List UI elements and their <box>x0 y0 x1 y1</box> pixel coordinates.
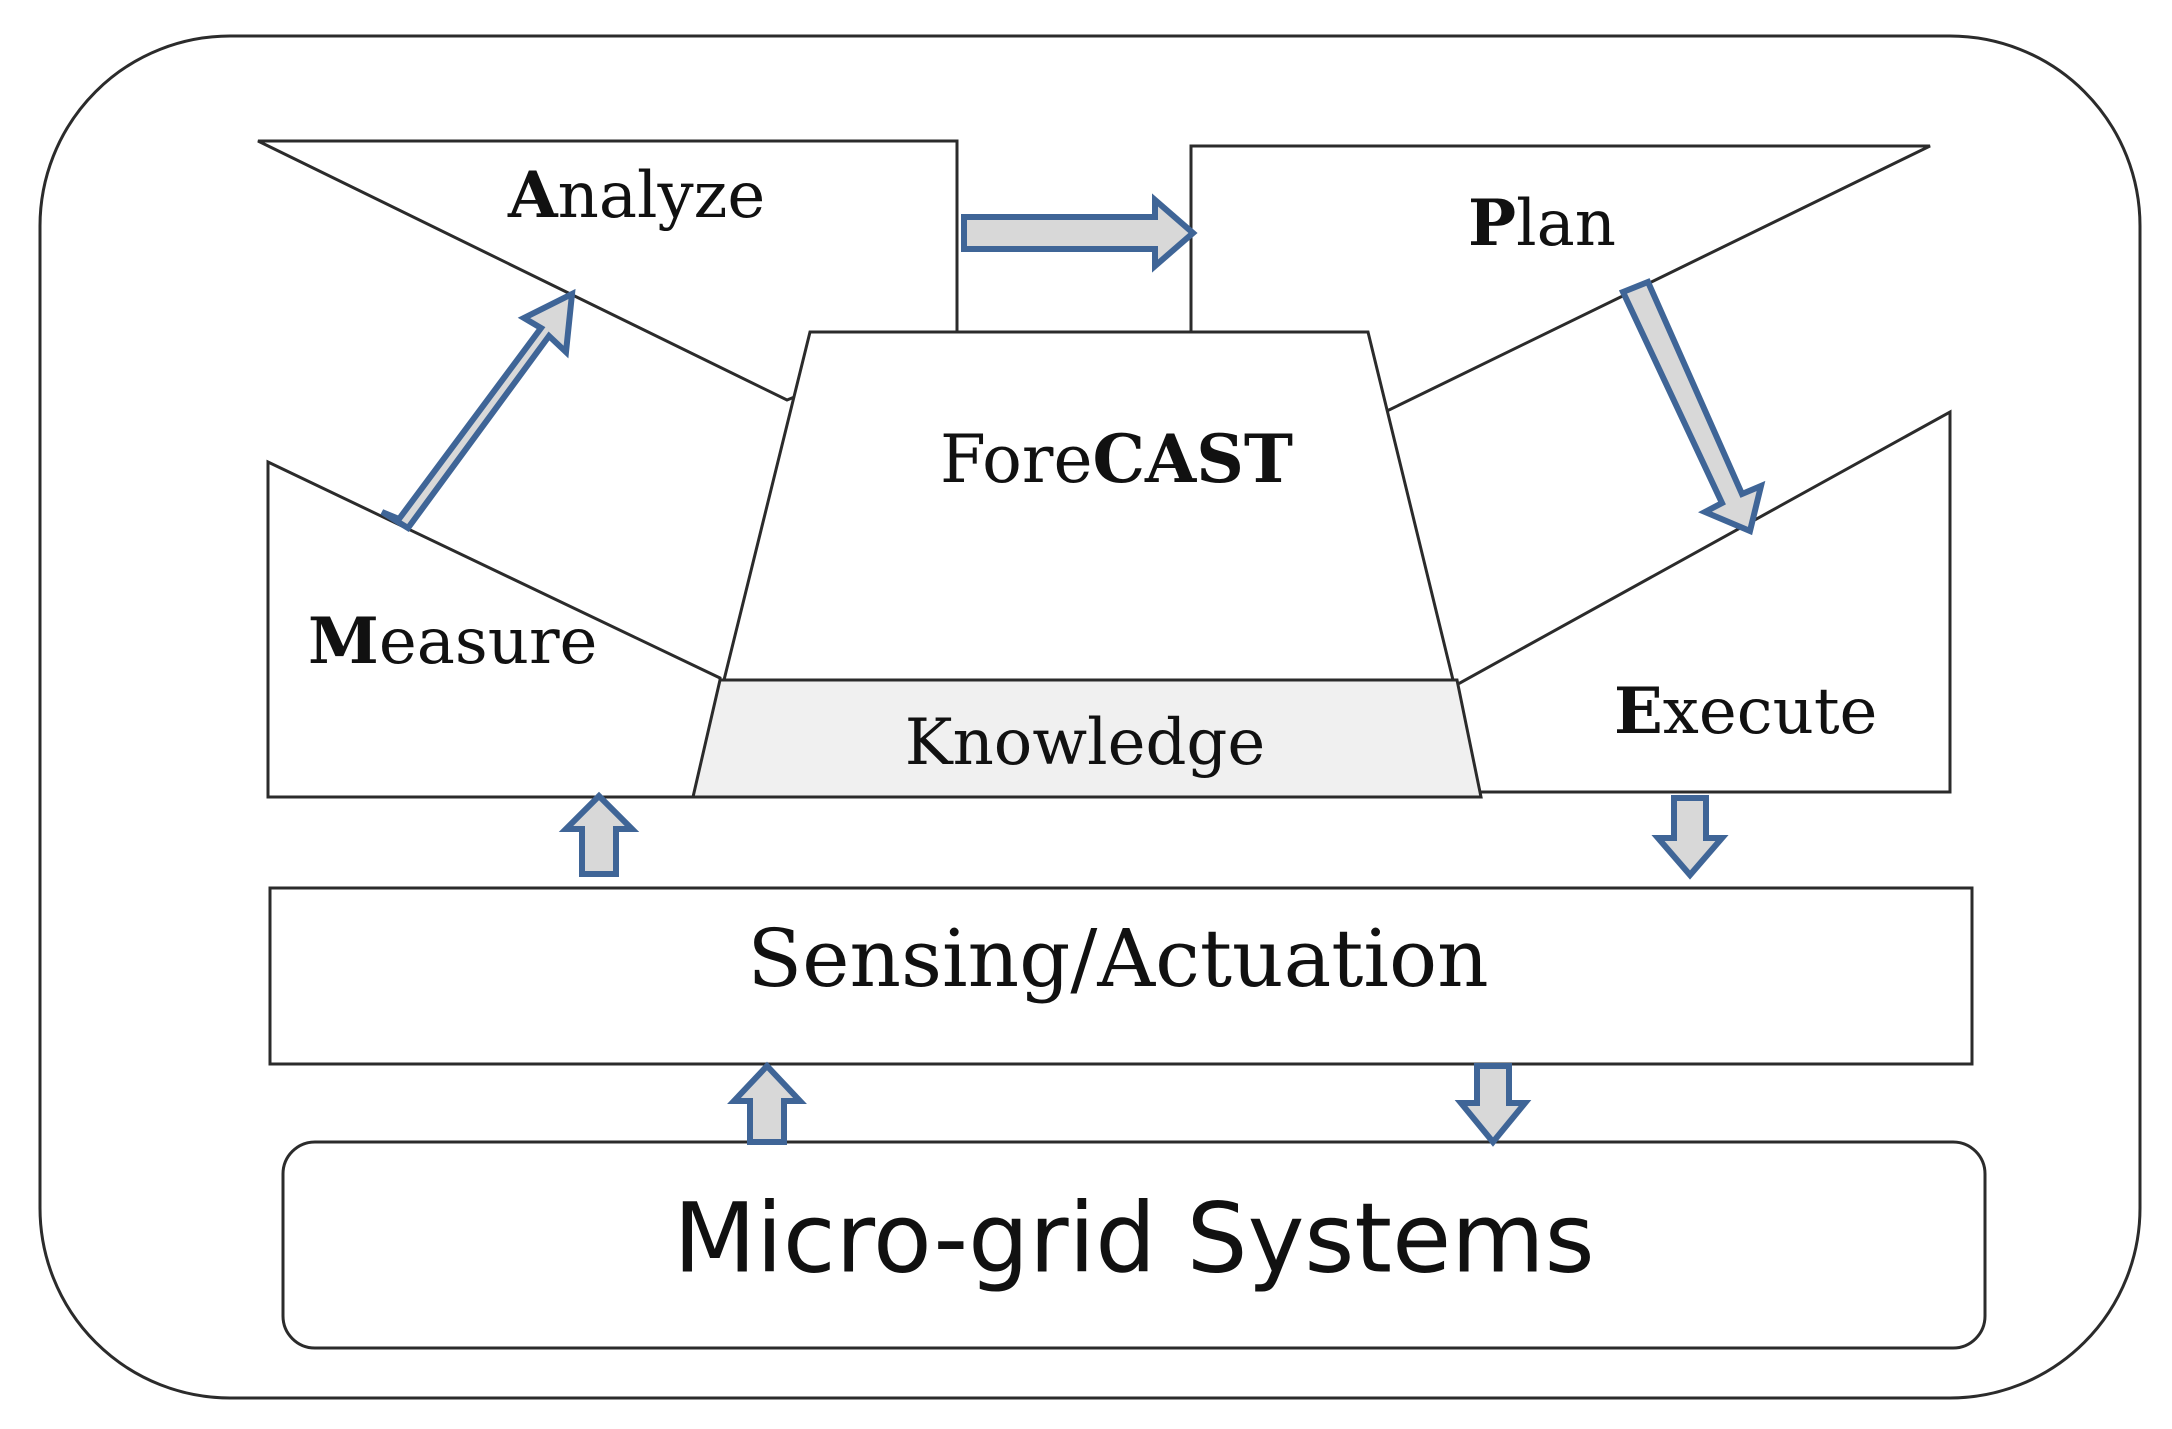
sensing-actuation-label: Sensing/Actuation <box>747 912 1488 1005</box>
plan-rest: lan <box>1516 187 1616 261</box>
analyze-label: Analyze <box>507 158 765 233</box>
arrow-plan-to-execute <box>1618 278 1766 536</box>
arrow-microgrid-to-sensing <box>727 1061 807 1145</box>
analyze-rest: nalyze <box>558 159 766 233</box>
plan-initial: P <box>1468 186 1516 261</box>
measure-rest: easure <box>379 605 598 679</box>
knowledge-label: Knowledge <box>905 706 1266 780</box>
plan-label: Plan <box>1468 186 1616 261</box>
arrow-execute-to-sensing <box>1651 795 1729 880</box>
microgrid-label: Micro-grid Systems <box>673 1182 1594 1294</box>
analyze-initial: A <box>507 158 559 233</box>
sensing-actuation-box <box>268 886 1974 1066</box>
arrow-analyze-to-plan <box>961 193 1198 273</box>
knowledge-band <box>691 678 1483 799</box>
arrow-sensing-to-microgrid <box>1454 1063 1532 1147</box>
execute-rest: xecute <box>1663 675 1878 749</box>
measure-initial: M <box>308 604 379 679</box>
arrow-sensing-to-measure <box>558 791 640 877</box>
forecast-trapezoid <box>722 330 1455 682</box>
forecast-prefix: Fore <box>940 421 1093 498</box>
arrow-measure-to-analyze <box>380 288 576 533</box>
forecast-label: ForeCAST <box>940 420 1293 498</box>
measure-label: Measure <box>308 604 597 679</box>
microgrid-box <box>281 1140 1987 1350</box>
plan-shape <box>1189 144 1931 412</box>
execute-initial: E <box>1614 674 1663 749</box>
forecast-suffix: CAST <box>1093 420 1294 498</box>
execute-label: Execute <box>1614 674 1877 749</box>
